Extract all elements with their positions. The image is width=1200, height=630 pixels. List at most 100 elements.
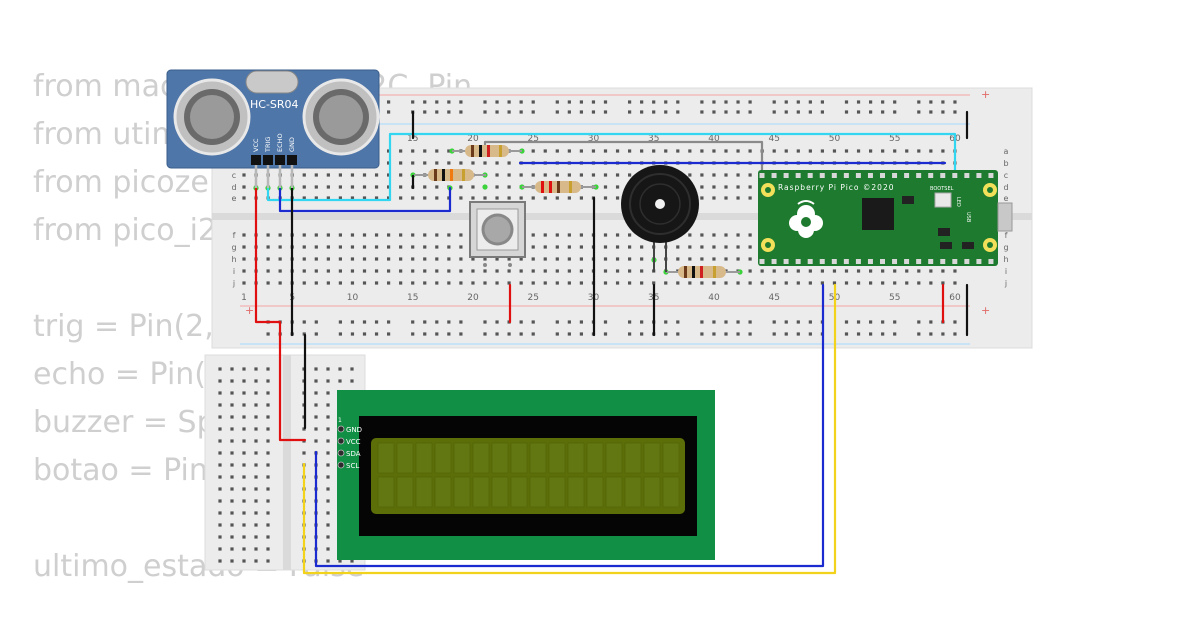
- breadboard-hole: [459, 245, 463, 249]
- row-letter: h: [231, 255, 236, 264]
- lcd-cell: [377, 476, 395, 508]
- breadboard-hole: [326, 559, 330, 563]
- rail-hole: [411, 100, 415, 104]
- lcd-cell: [643, 442, 661, 474]
- pico-led-label: LED: [955, 197, 961, 207]
- breadboard-hole: [447, 281, 451, 285]
- pico-pin: [916, 259, 922, 264]
- breadboard-hole: [724, 185, 728, 189]
- row-letter: g: [1003, 243, 1008, 252]
- lcd-cell: [624, 476, 642, 508]
- row-letter: b: [1003, 159, 1008, 168]
- breadboard-hole: [350, 245, 355, 249]
- breadboard-hole: [326, 547, 330, 551]
- lcd-cell: [396, 442, 414, 474]
- pico-pin: [952, 173, 958, 178]
- breadboard-hole: [411, 257, 415, 261]
- breadboard-hole: [628, 257, 632, 261]
- pico-pin: [819, 173, 825, 178]
- breadboard-hole: [724, 173, 728, 177]
- rail-hole: [423, 320, 427, 324]
- breadboard-hole: [326, 391, 330, 395]
- lcd-cell: [415, 442, 433, 474]
- breadboard-hole: [796, 269, 800, 273]
- breadboard-hole: [917, 149, 921, 153]
- breadboard-hole: [615, 173, 620, 177]
- breadboard-hole: [350, 173, 355, 177]
- column-number: 1: [241, 293, 247, 303]
- pushbutton[interactable]: [469, 201, 526, 267]
- breadboard-hole: [338, 245, 342, 249]
- breadboard-hole: [869, 269, 873, 273]
- breadboard-hole: [326, 173, 330, 177]
- rail-hole: [893, 110, 897, 114]
- breadboard-hole: [712, 281, 716, 285]
- rail-hole: [266, 332, 270, 336]
- breadboard-hole: [543, 149, 547, 153]
- breadboard-hole: [531, 245, 535, 249]
- breadboard-hole: [387, 233, 391, 237]
- breadboard-hole: [218, 379, 222, 383]
- breadboard-hole: [242, 367, 246, 371]
- pico-pin: [867, 173, 873, 178]
- breadboard-hole: [748, 196, 752, 200]
- rail-hole: [302, 320, 306, 324]
- rail-hole: [917, 320, 921, 324]
- breadboard-hole: [387, 257, 391, 261]
- pico-pin: [940, 173, 946, 178]
- breadboard-hole: [230, 463, 234, 467]
- column-number: 35: [648, 134, 659, 144]
- breadboard-hole: [555, 233, 559, 237]
- breadboard-hole: [374, 185, 379, 189]
- resistor-1: [452, 145, 522, 157]
- breadboard-hole: [314, 245, 318, 249]
- raspberry-logo: [789, 200, 823, 238]
- rail-hole: [628, 110, 632, 114]
- breadboard-hole: [615, 281, 620, 285]
- breadboard-hole: [953, 269, 957, 273]
- breadboard-hole: [459, 257, 463, 261]
- breadboard-hole: [615, 245, 620, 249]
- breadboard-hole: [254, 475, 258, 479]
- breadboard-hole: [905, 281, 909, 285]
- rail-hole: [796, 320, 800, 324]
- lcd-cell: [472, 476, 490, 508]
- breadboard-hole: [242, 245, 246, 249]
- sensor-pin-label: GND: [288, 137, 296, 152]
- breadboard-hole: [724, 196, 728, 200]
- breadboard-hole: [350, 269, 355, 273]
- pico-pin: [771, 259, 777, 264]
- lcd-cell: [377, 442, 395, 474]
- breadboard-hole: [338, 173, 342, 177]
- rail-hole: [808, 100, 812, 104]
- breadboard-hole: [302, 427, 306, 431]
- lcd-pin1-label: 1: [338, 417, 342, 424]
- breadboard-hole: [326, 379, 330, 383]
- breadboard-hole: [917, 281, 921, 285]
- breadboard-hole: [350, 379, 354, 383]
- breadboard-hole: [230, 487, 234, 491]
- rail-hole: [374, 332, 379, 336]
- rail-hole: [519, 100, 523, 104]
- breadboard-hole: [326, 499, 330, 503]
- breadboard-hole: [483, 196, 487, 200]
- breadboard-hole: [603, 245, 608, 249]
- breadboard-hole: [350, 185, 355, 189]
- breadboard-hole: [615, 257, 620, 261]
- rail-hole: [531, 320, 535, 324]
- breadboard-hole: [471, 281, 475, 285]
- breadboard-hole: [808, 269, 812, 273]
- breadboard-hole: [784, 281, 788, 285]
- rail-hole: [459, 320, 463, 324]
- breadboard-hole: [326, 487, 330, 491]
- breadboard-hole: [603, 173, 608, 177]
- breadboard-hole: [387, 245, 391, 249]
- pico-pin: [952, 259, 958, 264]
- breadboard-hole: [929, 281, 933, 285]
- pico-pin: [880, 173, 885, 178]
- rail-hole: [917, 332, 921, 336]
- rail-hole: [640, 320, 644, 324]
- rail-hole: [664, 332, 668, 336]
- breadboard-hole: [844, 149, 849, 153]
- breadboard-hole: [905, 269, 909, 273]
